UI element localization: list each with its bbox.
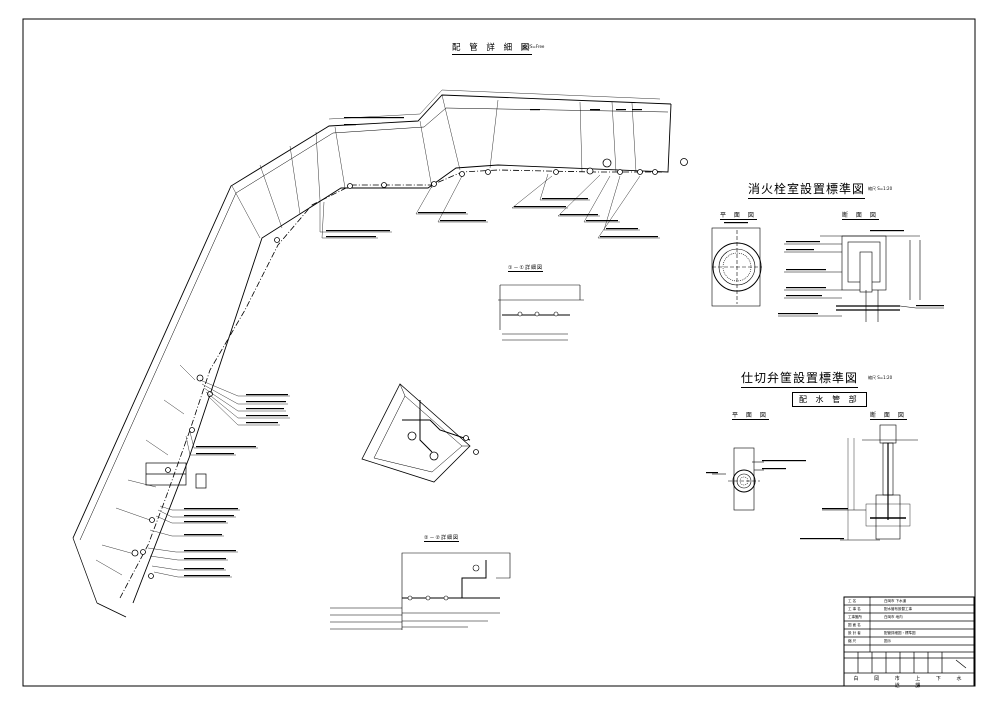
tb-label-2: 工 事 名 xyxy=(848,607,861,611)
hydrant-plan-view xyxy=(711,227,762,307)
tb-value-3: 白岡市 地内 xyxy=(884,615,903,619)
detail-2-drawing xyxy=(330,552,511,630)
water-pipe-label: 配 水 管 部 xyxy=(792,392,867,407)
valve-section-label: 断 面 図 xyxy=(870,412,907,420)
pipe-fittings xyxy=(131,158,688,579)
tb-label-5: 設 計 者 xyxy=(848,631,861,635)
hydrant-text-placeholders xyxy=(724,222,944,315)
tb-label-4: 図 面 名 xyxy=(848,623,861,627)
valve-standard-title: 仕切弁筐設置標準図 xyxy=(741,369,859,388)
main-detail-title: 配 管 詳 細 図 xyxy=(452,43,533,55)
tb-label-6: 縮 尺 xyxy=(848,639,857,643)
tb-value-5: 配管詳細図・標準図 xyxy=(884,631,916,635)
tb-value-2: 配水管布設替工事 xyxy=(884,607,912,611)
tb-value-6: 図示 xyxy=(884,639,891,643)
callout-leaders xyxy=(147,173,660,578)
main-detail-scale: 縮尺S=Free xyxy=(522,44,545,49)
valve-plan-label: 平 面 図 xyxy=(732,412,769,420)
isometric-detail xyxy=(361,383,479,483)
pipe-route-plan xyxy=(72,89,672,618)
detail-2-label: ②－②詳細図 xyxy=(424,535,459,542)
hydrant-plan-label: 平 面 図 xyxy=(720,212,757,220)
hydrant-standard-scale: 縮尺 S=1:20 xyxy=(868,186,893,191)
tb-footer-org: 白 岡 市 上 下 水 道 課 xyxy=(853,676,969,689)
valve-standard-scale: 縮尺 S=1:20 xyxy=(868,375,893,380)
valve-text-placeholders xyxy=(706,460,848,540)
tb-label-1: 工 名 xyxy=(848,599,857,603)
valve-plan-view xyxy=(712,447,764,511)
valve-section-view xyxy=(822,424,918,541)
hydrant-section-view xyxy=(778,235,944,322)
callout-text-placeholders xyxy=(184,109,658,577)
hydrant-section-label: 断 面 図 xyxy=(842,212,879,220)
tb-value-1: 白岡市 下水道 xyxy=(884,599,907,603)
hydrant-standard-title: 消火栓室設置標準図 xyxy=(748,180,866,199)
tb-label-3: 工事箇所 xyxy=(848,615,862,619)
detail-1-label: ①－①詳細図 xyxy=(508,265,543,272)
sheet-border xyxy=(22,18,976,687)
title-block-frame xyxy=(843,596,975,687)
branch-detail-left xyxy=(145,462,207,489)
detail-1-drawing xyxy=(498,284,584,341)
